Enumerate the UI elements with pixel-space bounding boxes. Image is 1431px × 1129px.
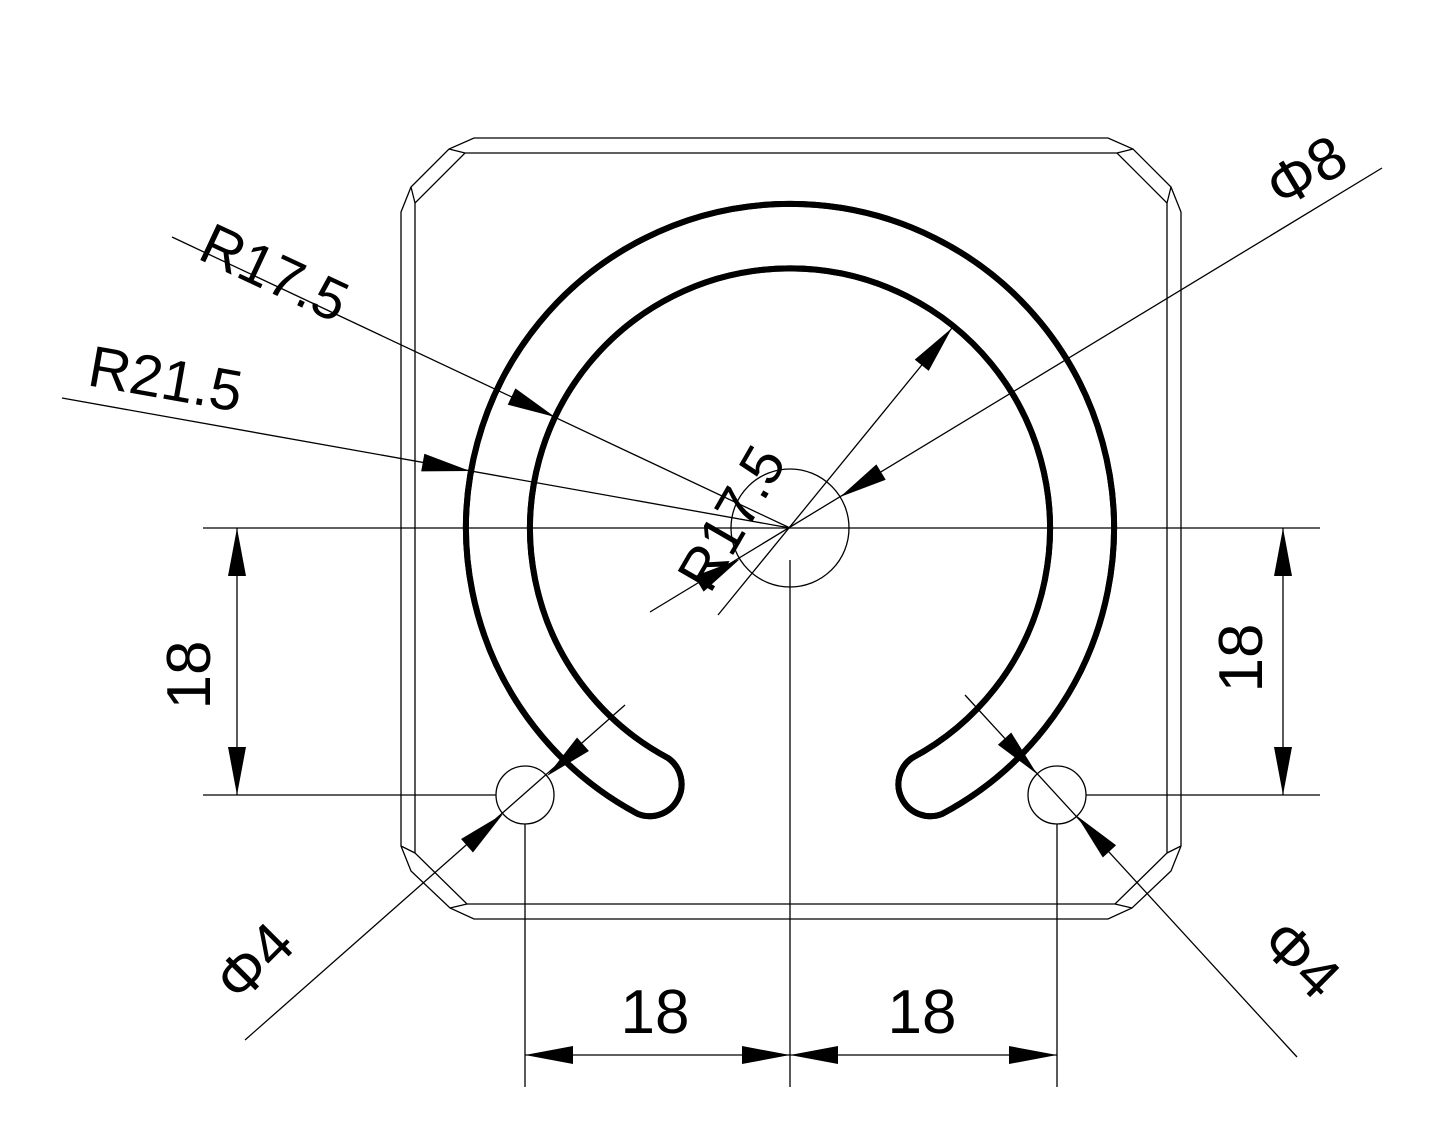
arrowhead-icon <box>525 1046 573 1064</box>
leader-r17-5 <box>171 236 791 529</box>
label-phi8: Φ8 <box>1254 122 1358 221</box>
arrowhead-icon <box>461 814 503 853</box>
arrowhead-icon <box>547 737 589 776</box>
arrowhead-icon <box>228 747 246 795</box>
chamfer-connectors <box>400 148 1182 909</box>
leader-r17-5-center <box>717 327 953 616</box>
label-dim-right-18: 18 <box>1207 624 1276 693</box>
leader-phi8 <box>649 167 1383 613</box>
arrowhead-icon <box>1077 816 1117 858</box>
c-shaped-slot <box>466 204 1114 816</box>
arrowhead-icon <box>228 528 246 576</box>
arrowhead-icon <box>914 328 952 371</box>
arrowhead-icon <box>790 1046 838 1064</box>
arrowheads <box>228 328 1292 1064</box>
label-dim-bottom-left-18: 18 <box>621 978 690 1047</box>
label-r17-5-center: R17.5 <box>665 435 799 602</box>
plate-outline <box>400 137 1182 920</box>
arrowhead-icon <box>694 559 740 592</box>
arrowhead-icon <box>1274 528 1292 576</box>
arrowhead-icon <box>742 1046 790 1064</box>
label-r17-5: R17.5 <box>191 211 359 335</box>
label-dim-bottom-right-18: 18 <box>888 978 957 1047</box>
arrowhead-icon <box>1009 1046 1057 1064</box>
arrowhead-icon <box>507 388 555 417</box>
arrowhead-icon <box>997 732 1037 774</box>
label-dim-left-18: 18 <box>155 641 224 710</box>
label-phi4-left: Φ4 <box>202 909 307 1014</box>
plate-outer-edge <box>400 137 1182 920</box>
label-phi4-right: Φ4 <box>1249 907 1354 1012</box>
arrowhead-icon <box>1274 747 1292 795</box>
label-r21-5: R21.5 <box>84 334 248 425</box>
arrowhead-icon <box>840 464 886 497</box>
arrowhead-icon <box>421 453 470 472</box>
